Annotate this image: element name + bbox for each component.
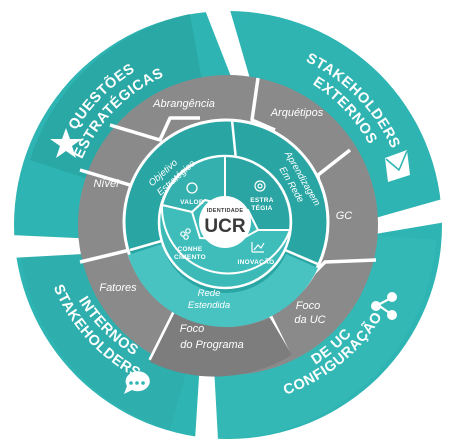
- pill-inovacao: INOVAÇÃO: [238, 257, 275, 266]
- inner-ring-dividers: [129, 119, 321, 267]
- center-disc: [199, 196, 251, 248]
- inner-ring-light-band: [128, 244, 318, 328]
- inner-rede-line2: Estendida: [188, 300, 230, 311]
- pill-estrategia-line1: ESTRA: [250, 197, 274, 204]
- ring-abrangencia: Abrangência: [152, 98, 215, 110]
- star-icon: [50, 128, 82, 158]
- pill-valor: VALOR: [180, 199, 204, 206]
- core-piece-bottom: [160, 203, 292, 275]
- pill-conhecimento-line2: CIMENTO: [174, 254, 206, 261]
- center-small-label: IDENTIDADE: [207, 208, 244, 214]
- envelope-icon: [385, 150, 410, 182]
- ring-gc: GC: [336, 210, 353, 222]
- ring-foco-programa-line1: Foco: [180, 323, 204, 335]
- ring-foco-uc-line1: Foco: [296, 300, 320, 312]
- ring-fatores: Fatores: [99, 282, 137, 294]
- gray-segment-dark: [150, 312, 292, 377]
- inner-rede-line1: Rede: [198, 288, 221, 299]
- chat-bubble-icon: [124, 371, 150, 394]
- chart-icon: [251, 242, 265, 253]
- ring-foco-programa-line2: do Programa: [180, 339, 244, 351]
- share-icon: [371, 292, 397, 320]
- knowledge-icon: [180, 228, 191, 240]
- pill-estrategia-line2: TÉGIA: [251, 203, 272, 212]
- center-big-label: UCR: [204, 216, 245, 237]
- target-icon: [254, 180, 266, 192]
- ring-nivel: Nível: [93, 178, 119, 190]
- valor-icon: [186, 182, 198, 194]
- pill-conhecimento-line1: CONHE: [178, 246, 203, 253]
- ring-foco-uc-line2: da UC: [294, 314, 325, 326]
- ring-arquetipos: Arquétipos: [270, 107, 324, 119]
